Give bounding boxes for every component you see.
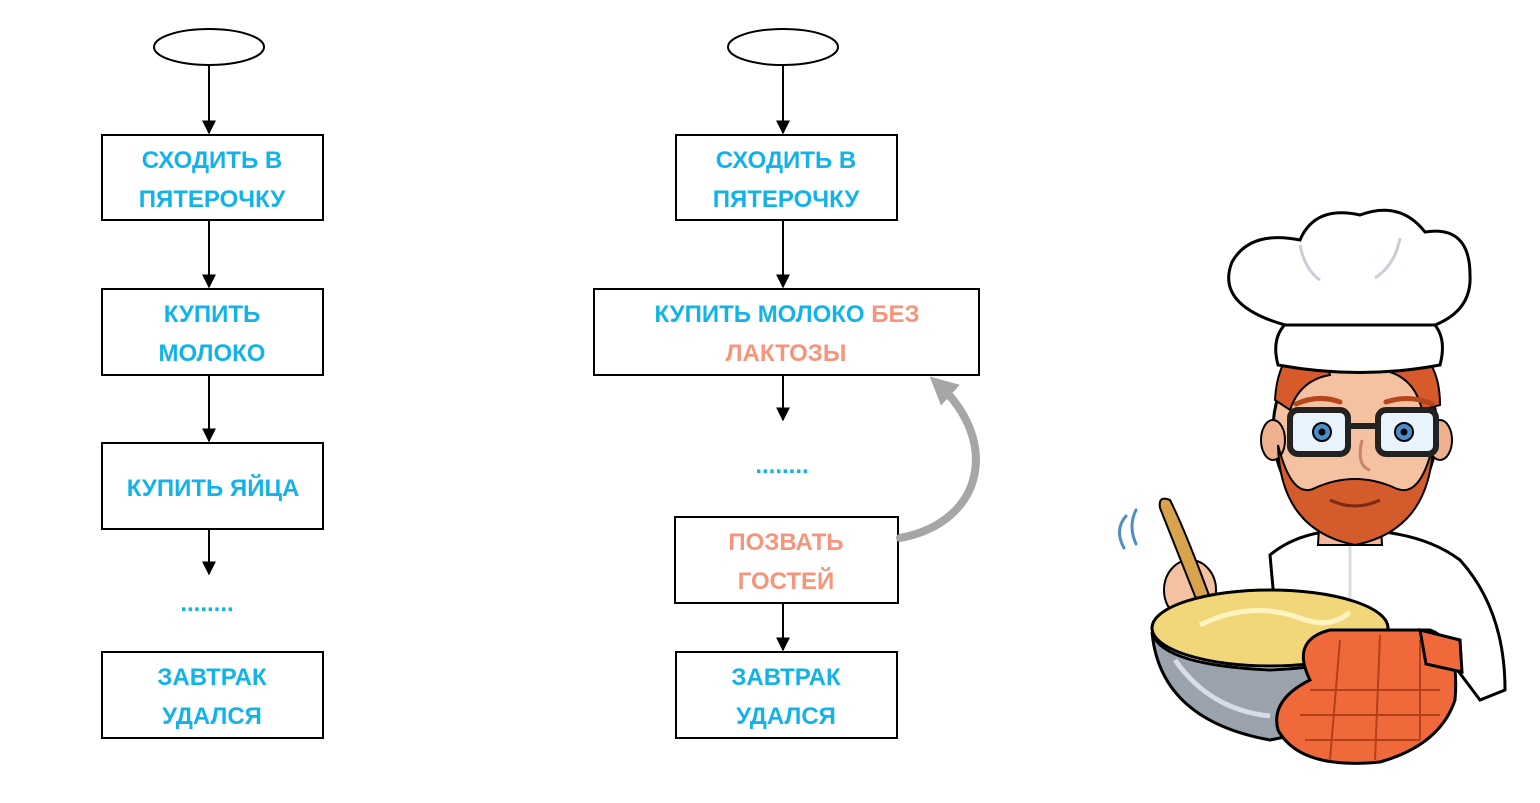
left-step-store-line2: ПЯТЕРОЧКУ	[139, 186, 287, 213]
right-start-terminal	[727, 28, 839, 66]
left-end-box	[101, 651, 324, 739]
right-end-box	[675, 651, 898, 739]
loop-back-arrow	[896, 376, 980, 542]
right-step-milk-without-text: БЕЗ	[871, 301, 919, 328]
right-step-milk-buy-text: КУПИТЬ МОЛОКО	[654, 301, 864, 328]
left-step-milk-line1: КУПИТЬ	[164, 301, 261, 328]
right-step-lactose-free-milk	[593, 288, 980, 376]
right-flowchart: СХОДИТЬ В ПЯТЕРОЧКУ КУПИТЬ МОЛОКО БЕЗ ЛА…	[593, 28, 980, 739]
right-step-store-line1: СХОДИТЬ В	[716, 147, 856, 174]
right-step-milk-line1: КУПИТЬ МОЛОКО БЕЗ	[654, 301, 919, 328]
left-start-terminal	[153, 28, 265, 66]
right-step-milk-line2: ЛАКТОЗЫ	[726, 340, 847, 367]
left-end-line1: ЗАВТРАК	[157, 664, 267, 691]
left-step-eggs-label: КУПИТЬ ЯЙЦА	[127, 474, 300, 502]
right-step-guests-line1: ПОЗВАТЬ	[728, 529, 843, 556]
left-end-line2: УДАЛСЯ	[162, 703, 262, 730]
left-flowchart: СХОДИТЬ В ПЯТЕРОЧКУ КУПИТЬ МОЛОКО КУПИТЬ…	[101, 28, 324, 739]
right-step-invite-guests	[674, 516, 899, 604]
right-step-store	[675, 134, 898, 221]
left-step-milk	[101, 288, 324, 376]
left-step-eggs	[101, 442, 324, 530]
left-step-store	[101, 134, 324, 221]
right-step-store-line2: ПЯТЕРОЧКУ	[713, 186, 861, 213]
right-end-line1: ЗАВТРАК	[731, 664, 841, 691]
right-ellipsis: ........	[755, 452, 808, 479]
left-step-store-line1: СХОДИТЬ В	[142, 147, 282, 174]
right-step-guests-line2: ГОСТЕЙ	[738, 567, 835, 595]
right-end-line2: УДАЛСЯ	[736, 703, 836, 730]
left-step-milk-line2: МОЛОКО	[159, 340, 266, 367]
chef-illustration	[1118, 208, 1507, 765]
left-ellipsis: ........	[180, 590, 233, 617]
